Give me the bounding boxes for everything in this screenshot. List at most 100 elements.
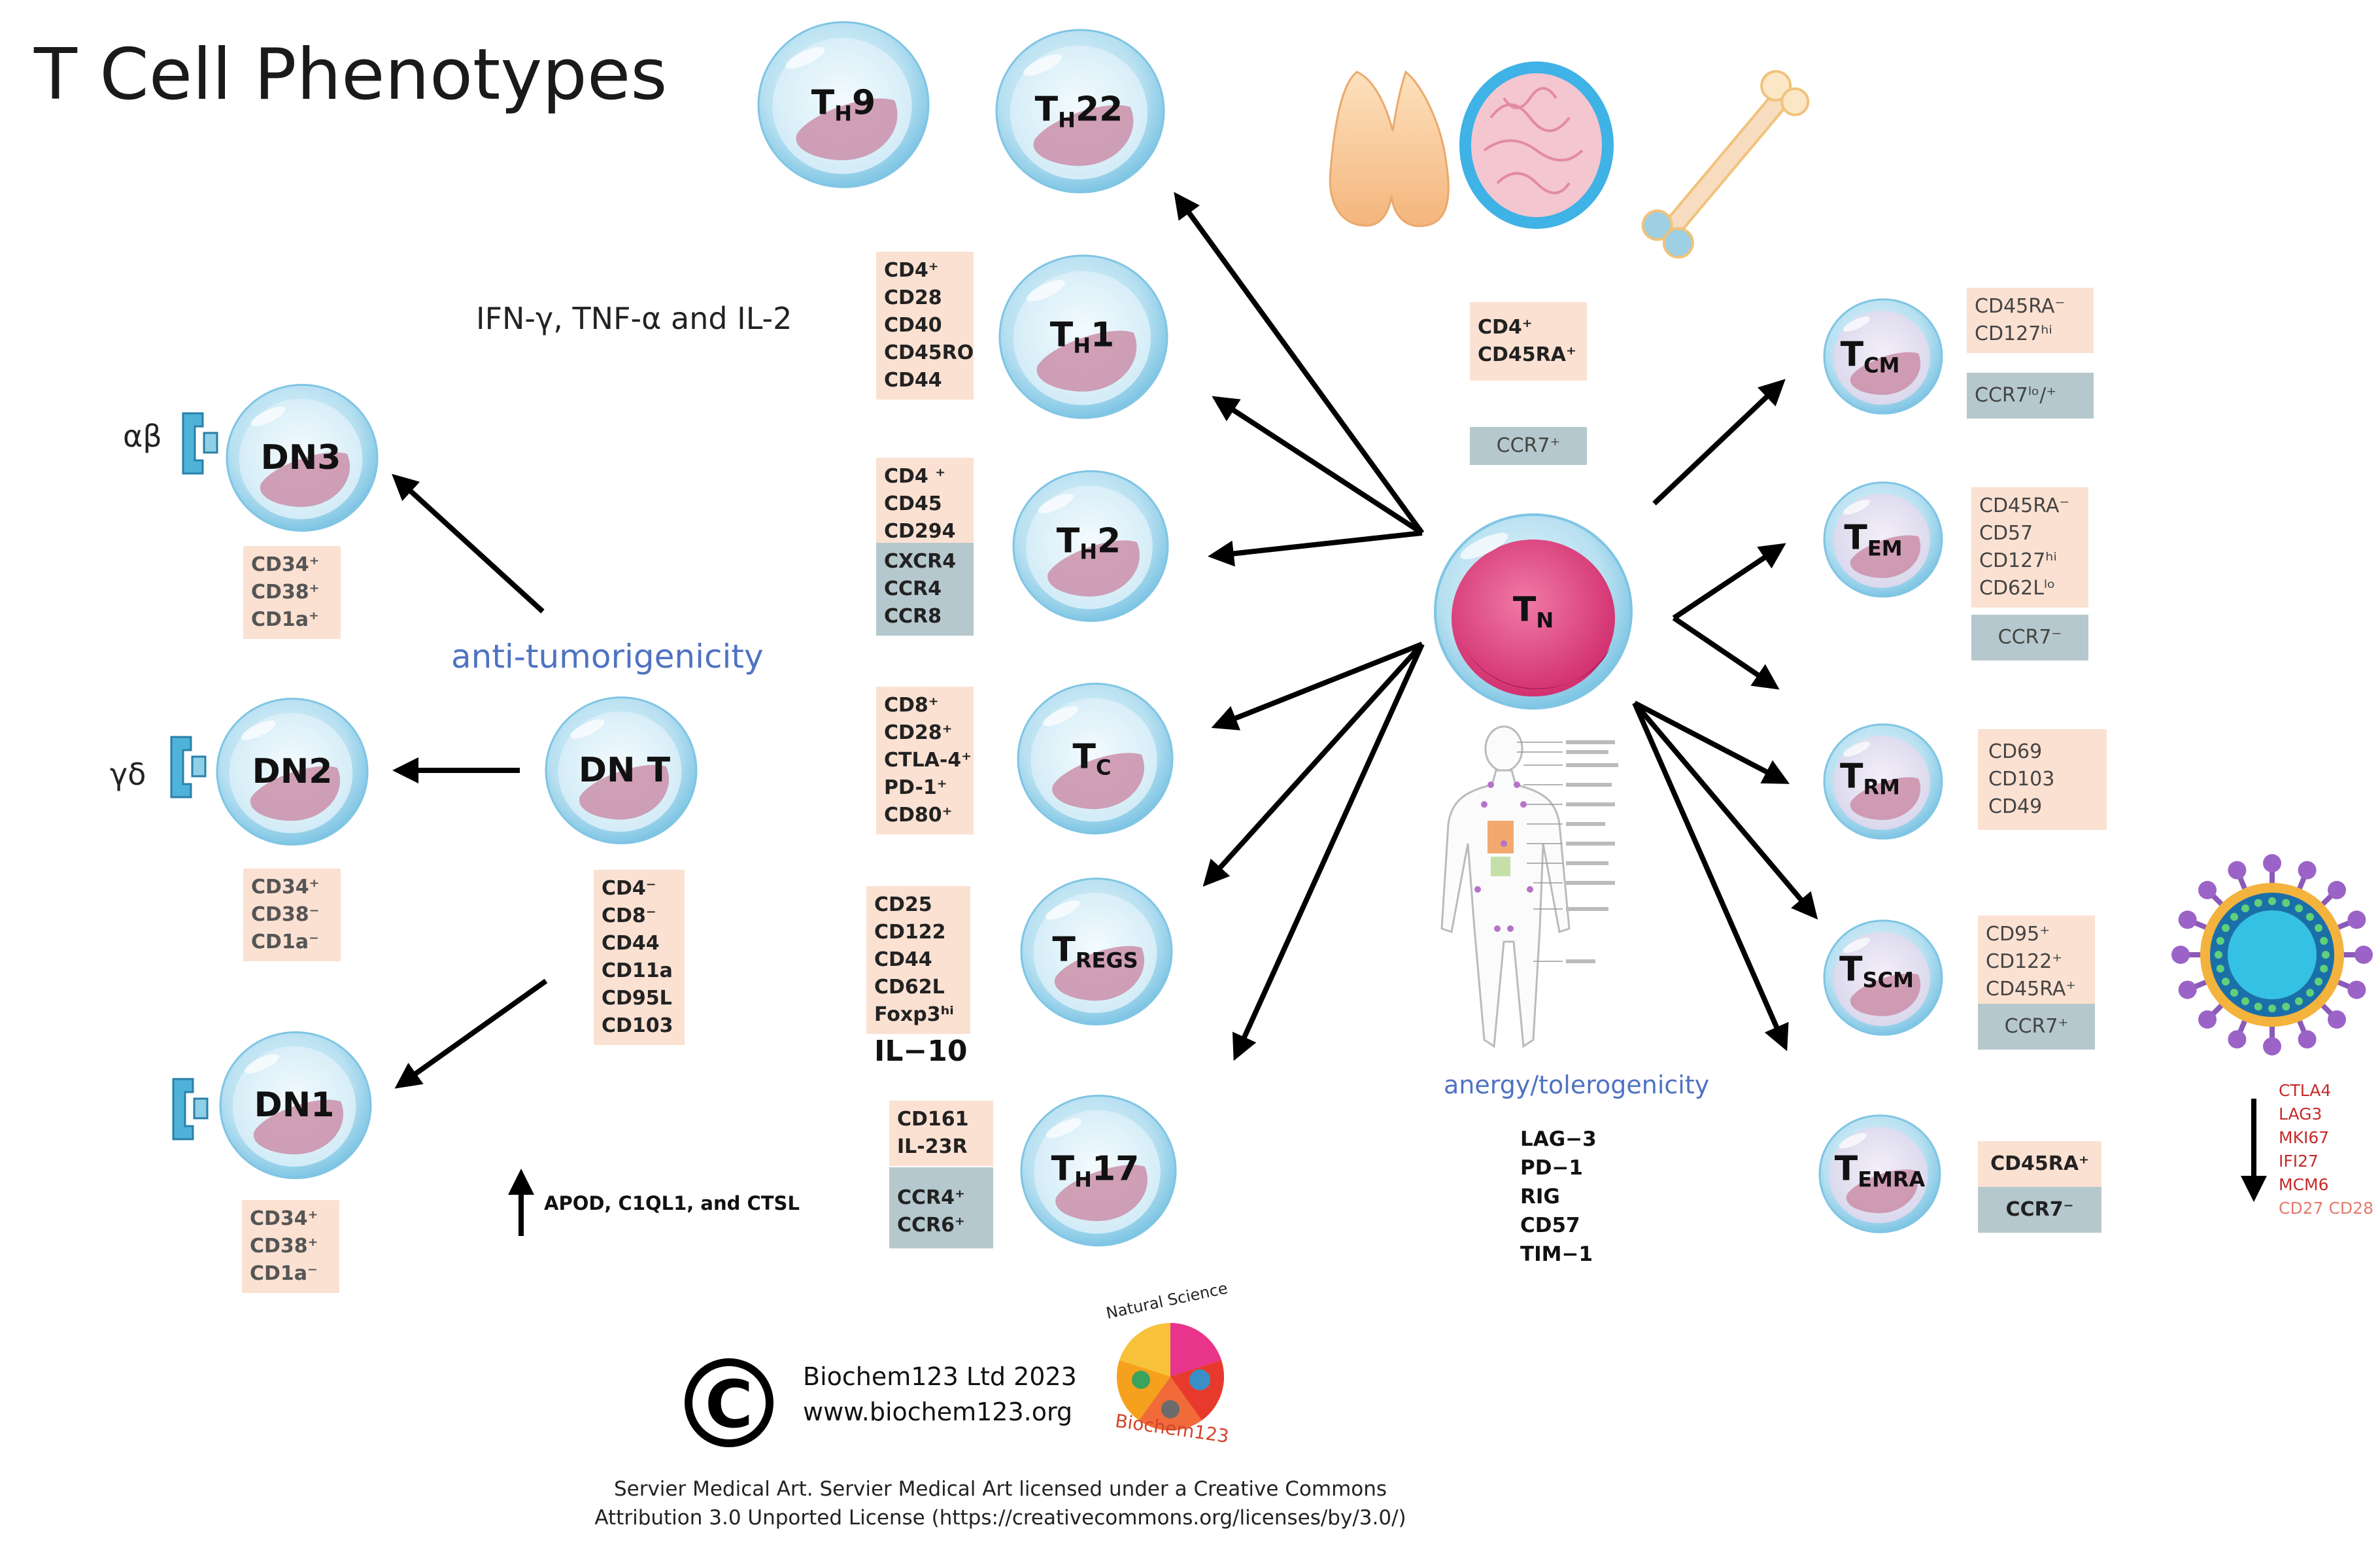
- marker-item: PD-1⁺: [884, 776, 947, 799]
- marker-item: CD57: [1520, 1214, 1580, 1237]
- cell-label-tcm: TCM: [1840, 335, 1900, 378]
- marker-item: CD27 CD28: [2279, 1199, 2373, 1218]
- marker-item: CCR7⁺: [2004, 1015, 2069, 1038]
- cytokines-label: IFN-γ, TNF-α and IL-2: [476, 301, 792, 336]
- marker-item: CCR4: [884, 577, 942, 600]
- marker-item: LAG−3: [1520, 1127, 1597, 1151]
- marker-item: CD161: [897, 1108, 969, 1131]
- cell-label-th1: TH1: [1049, 315, 1115, 358]
- arrow-tn-th17: [1232, 643, 1425, 1061]
- marker-item: MCM6: [2279, 1175, 2329, 1194]
- marker-item: CD122: [874, 921, 946, 944]
- cell-label-tc: TC: [1072, 737, 1112, 780]
- marker-item: PD−1: [1520, 1156, 1583, 1180]
- marker-item: CTLA4: [2279, 1081, 2332, 1100]
- marker-item: CD28: [884, 286, 942, 309]
- marker-item: CD38⁻: [251, 903, 320, 926]
- arrow-dnt-dn3: [392, 473, 545, 613]
- marker-item: MKI67: [2279, 1128, 2330, 1147]
- marker-item: IL-23R: [897, 1135, 968, 1158]
- anti-tumorigenicity-label: anti-tumorigenicity: [451, 638, 764, 676]
- cells-layer: [216, 21, 1943, 1246]
- markers-dn2: CD34⁺CD38⁻CD1a⁻: [243, 868, 341, 961]
- cell-th22: [995, 29, 1165, 194]
- arrow-tn-trm: [1633, 700, 1790, 784]
- credit-line-2: Attribution 3.0 Unported License (https:…: [594, 1506, 1406, 1530]
- thymus-icon: [1329, 70, 1450, 228]
- cell-label-th17: TH17: [1051, 1149, 1140, 1192]
- markers-tem-grey: CCR7⁻: [1971, 615, 2088, 660]
- marker-item: CD45RA⁺: [1986, 978, 2077, 1001]
- marker-item: CCR6⁺: [897, 1214, 965, 1237]
- marker-item: CD38⁺: [250, 1235, 318, 1258]
- cell-dnt: [545, 696, 698, 845]
- cell-dn1: [219, 1031, 372, 1180]
- company-url[interactable]: www.biochem123.org: [803, 1398, 1073, 1426]
- arrow-dnt-dn1: [394, 978, 548, 1089]
- virus-icon: [2171, 854, 2373, 1055]
- cell-dn2: [216, 697, 369, 846]
- marker-item: CD28⁺: [884, 721, 953, 744]
- marker-item: CD44: [602, 932, 660, 955]
- cell-label-tregs: TREGS: [1052, 930, 1138, 973]
- cell-dn3: [226, 383, 379, 532]
- marker-item: CCR7ˡᵒ/⁺: [1975, 384, 2057, 407]
- cell-label-tn: TN: [1512, 590, 1554, 633]
- svg-text:C: C: [705, 1366, 753, 1443]
- marker-item: CCR7⁻: [2005, 1198, 2074, 1221]
- markers-dn3: CD34⁺CD38⁺CD1a⁺: [243, 546, 341, 639]
- copyright-icon: C: [685, 1358, 774, 1447]
- cell-label-tem: TEM: [1844, 518, 1903, 561]
- marker-item: CD95L: [602, 987, 672, 1010]
- marker-item: CD44: [874, 948, 932, 971]
- cell-label-temra: TEMRA: [1834, 1149, 1926, 1192]
- cell-th2: [1012, 470, 1169, 622]
- marker-item: CD34⁺: [251, 553, 320, 576]
- marker-item: CD127ʰⁱ: [1975, 322, 2052, 345]
- company-name: Biochem123 Ltd 2023: [803, 1362, 1077, 1391]
- cell-th17: [1020, 1095, 1177, 1246]
- cell-label-tscm: TSCM: [1839, 950, 1914, 993]
- credit: Servier Medical Art. Servier Medical Art…: [575, 1475, 1425, 1532]
- cell-tem: [1823, 481, 1943, 598]
- markers-th17-grey: CCR4⁺CCR6⁺: [889, 1167, 993, 1248]
- markers-tc: CD8⁺CD28⁺CTLA-4⁺PD-1⁺CD80⁺: [876, 687, 974, 834]
- cell-th1: [998, 254, 1168, 419]
- marker-item: CCR7⁺: [1496, 434, 1561, 457]
- cell-tregs: [1020, 877, 1173, 1026]
- cell-label-dnt: DN T: [578, 751, 671, 790]
- markers-tcm-peach: CD45RA⁻ CD127ʰⁱ: [1967, 288, 2094, 353]
- markers-tscm-grey: CCR7⁺: [1978, 1004, 2095, 1050]
- marker-item: CD40: [884, 314, 942, 337]
- marker-item: CD45RA⁻: [1979, 494, 2070, 517]
- marker-item: CD122⁺: [1986, 950, 2063, 973]
- marker-item: IFI27: [2279, 1152, 2319, 1171]
- marker-item: CD45RA⁻: [1975, 295, 2066, 318]
- marker-item: RIG: [1520, 1185, 1560, 1209]
- marker-item: CD95⁺: [1986, 923, 2050, 946]
- marker-item: CCR8: [884, 605, 942, 628]
- cell-temra: [1818, 1114, 1941, 1233]
- arrow-tn-tcm: [1652, 379, 1786, 506]
- marker-item: CD25: [874, 893, 932, 916]
- human-body-icon: [1440, 725, 1618, 1048]
- markers-tn-peach: CD4⁺CD45RA⁺: [1470, 302, 1587, 381]
- arrow-tn-th22: [1174, 192, 1425, 535]
- marker-item: CD1a⁻: [250, 1262, 318, 1285]
- arrows: [392, 192, 2267, 1236]
- marker-item: LAG3: [2279, 1105, 2322, 1124]
- apod-label: APOD, C1QL1, and CTSL: [544, 1192, 800, 1214]
- marker-item: CD1a⁺: [251, 608, 319, 631]
- marker-item: CD11a: [602, 959, 673, 982]
- cell-label-trm: TRM: [1840, 757, 1900, 800]
- marker-item: CD49: [1988, 795, 2043, 818]
- cell-label-dn1: DN1: [254, 1086, 335, 1125]
- cell-th9: [757, 21, 930, 188]
